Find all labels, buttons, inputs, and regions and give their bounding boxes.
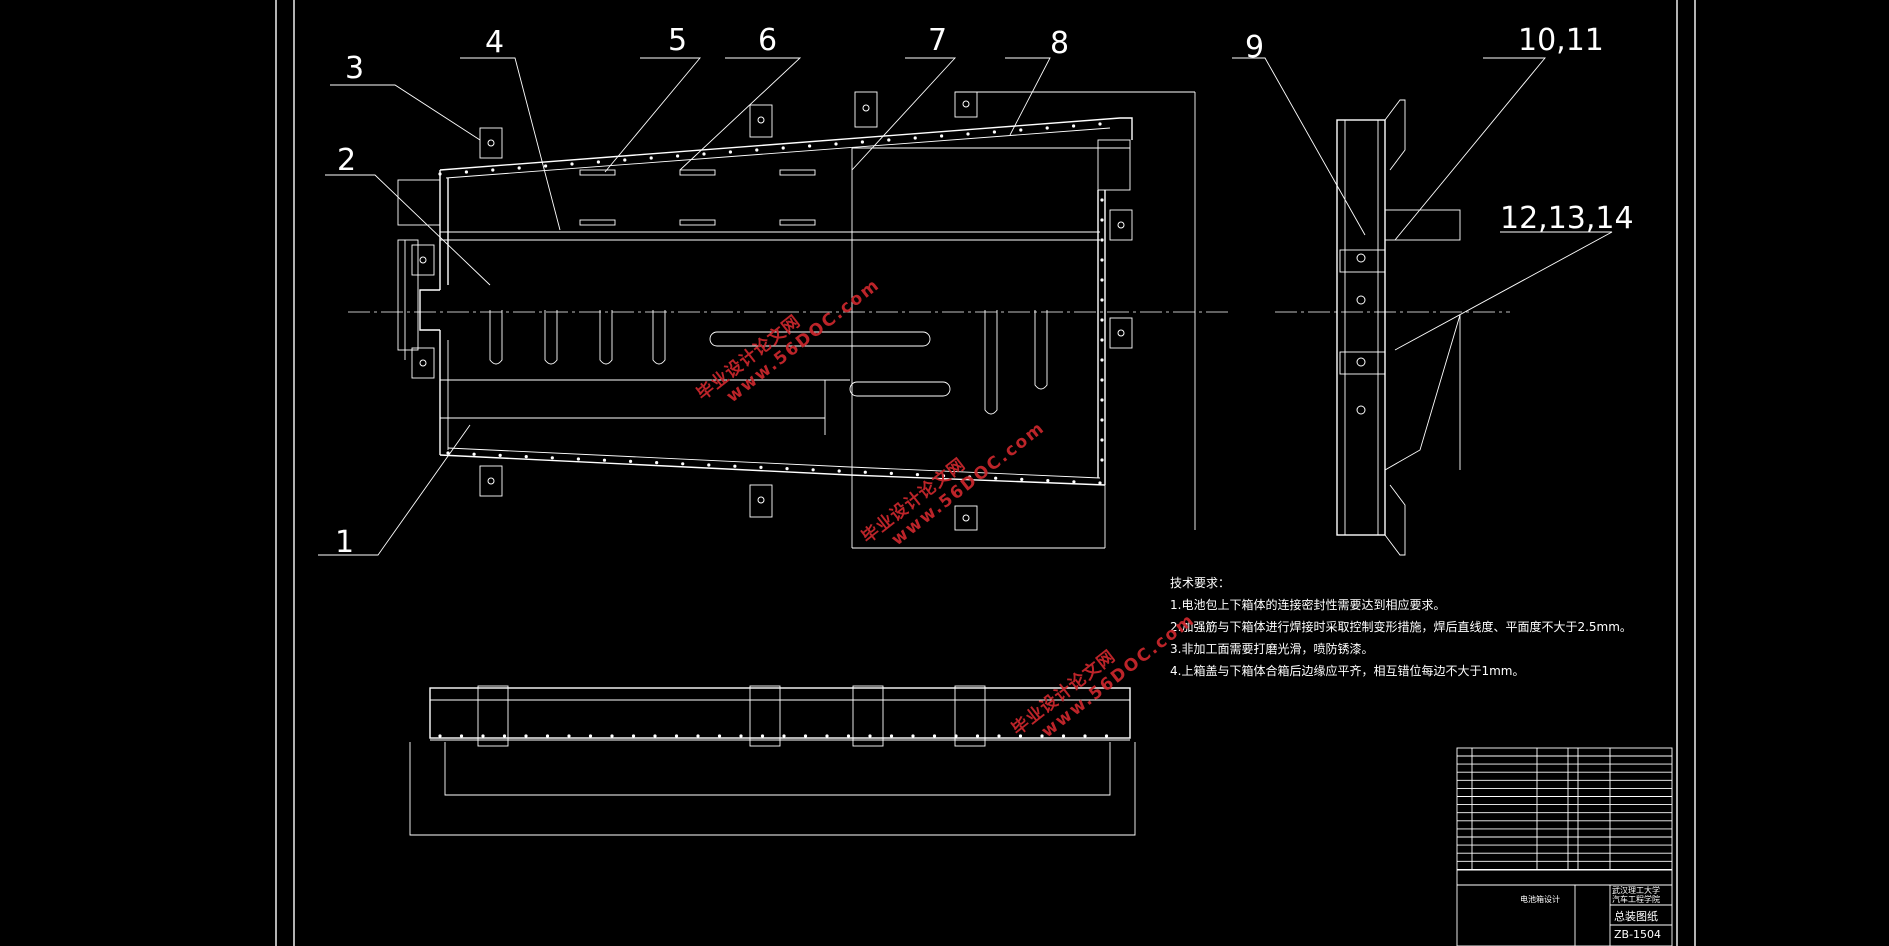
drawing-number: ZB-1504 bbox=[1614, 928, 1661, 941]
callouts: 3 2 4 5 6 7 8 9 10,11 12,13,14 1 bbox=[335, 23, 1634, 560]
callout-4: 4 bbox=[485, 25, 504, 60]
drawing-name: 总装图纸 bbox=[1614, 909, 1658, 923]
callout-8: 8 bbox=[1050, 26, 1069, 61]
callout-2: 2 bbox=[337, 143, 356, 178]
callout-1: 1 bbox=[335, 525, 354, 560]
callout-9: 9 bbox=[1245, 30, 1264, 65]
technical-requirements: 技术要求： 1.电池包上下箱体的连接密封性需要达到相应要求。 2.加强筋与下箱体… bbox=[1170, 572, 1632, 682]
school-line-2: 汽车工程学院 bbox=[1612, 894, 1660, 904]
title-block: 电池箱设计 武汉理工大学 汽车工程学院 总装图纸 ZB-1504 bbox=[1456, 747, 1673, 946]
note-item-4: 4.上箱盖与下箱体合箱后边缘应平齐，相互错位每边不大于1mm。 bbox=[1170, 664, 1525, 678]
sheet-border bbox=[275, 0, 1696, 946]
bottom-elevation-view bbox=[409, 685, 1136, 836]
main-plan-view bbox=[348, 91, 1510, 549]
leader-lines bbox=[318, 57, 1613, 556]
school-line-1: 武汉理工大学 bbox=[1612, 885, 1660, 895]
callout-10-11: 10,11 bbox=[1518, 23, 1604, 58]
callout-7: 7 bbox=[928, 23, 947, 58]
note-item-1: 1.电池包上下箱体的连接密封性需要达到相应要求。 bbox=[1170, 598, 1446, 612]
note-item-2: 2.加强筋与下箱体进行焊接时采取控制变形措施，焊后直线度、平面度不大于2.5mm… bbox=[1170, 620, 1632, 634]
callout-12-13-14: 12,13,14 bbox=[1500, 201, 1634, 236]
note-item-3: 3.非加工面需要打磨光滑，喷防锈漆。 bbox=[1170, 642, 1374, 656]
callout-6: 6 bbox=[758, 23, 777, 58]
callout-5: 5 bbox=[668, 23, 687, 58]
side-view bbox=[1336, 99, 1461, 556]
notes-title: 技术要求： bbox=[1170, 576, 1231, 590]
callout-3: 3 bbox=[345, 51, 364, 86]
product-name: 电池箱设计 bbox=[1520, 894, 1560, 904]
